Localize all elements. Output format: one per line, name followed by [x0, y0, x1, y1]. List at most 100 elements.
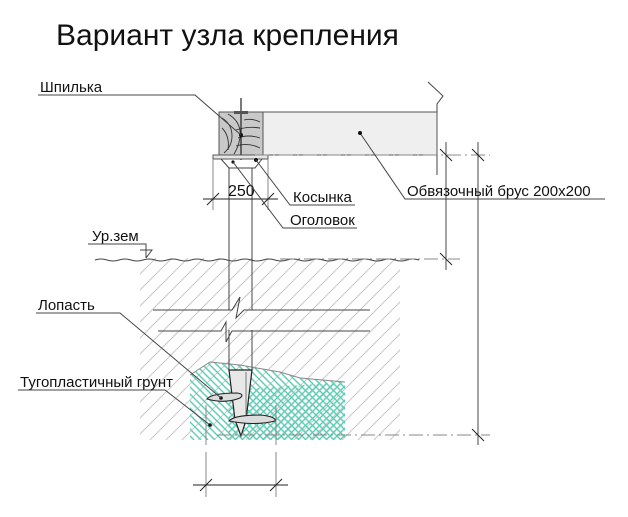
label-ground-level: Ур.зем [92, 228, 139, 245]
cap-plate [212, 154, 269, 160]
hatch-line [269, 382, 331, 440]
beam-break-mark [427, 81, 444, 112]
hatch-line [228, 382, 282, 440]
hatch-line [550, 258, 628, 440]
hatch-line [140, 258, 141, 440]
bottom-dimension [193, 452, 288, 497]
label-blade: Лопасть [38, 297, 95, 314]
hatch-line [361, 380, 421, 440]
hatch-line [276, 382, 338, 440]
label-stud: Шпилька [40, 79, 103, 96]
hatch-line [325, 382, 345, 440]
hatch-line [140, 258, 173, 440]
hatch-line [140, 258, 205, 440]
ground-level-marker [88, 243, 153, 259]
hatch-line [190, 362, 244, 440]
hatch-line [290, 382, 345, 440]
hatch-line [140, 258, 189, 440]
hatch-line [297, 382, 345, 440]
hatch-line [311, 382, 345, 440]
hatch-line [373, 360, 453, 440]
hatch-line [100, 360, 180, 440]
hatch-line [248, 382, 310, 440]
label-beam: Обвязочный брус 200x200 [407, 183, 591, 200]
hatch-line [190, 362, 202, 440]
hatch-line [470, 258, 628, 440]
hatch-line [389, 380, 449, 440]
hatch-line [408, 360, 488, 440]
hatch-line [375, 380, 435, 440]
hatch-line [260, 362, 342, 440]
hatch-line [165, 380, 225, 440]
hatch-line [380, 360, 460, 440]
hatch-line [359, 360, 439, 440]
hatch-line [406, 258, 588, 440]
hatch-line [261, 258, 400, 440]
hatch-line [429, 360, 509, 440]
hatch-line [239, 362, 321, 440]
hatch-line [502, 258, 628, 440]
hatch-line [283, 382, 345, 440]
label-gusset: Косынка [293, 189, 353, 206]
hatch-line [318, 382, 345, 440]
hatch-line [566, 258, 628, 440]
hatch-line [373, 258, 400, 440]
hatch-line [253, 362, 335, 440]
hatch-line [401, 360, 481, 440]
right-dimensions [436, 142, 485, 445]
hatch-line [190, 362, 230, 440]
hatch-line [140, 258, 157, 440]
hatch-line [140, 258, 237, 440]
hatch-line [389, 258, 400, 440]
soil-leader-dot [208, 423, 212, 427]
hatch-line [190, 362, 237, 440]
hatch-line [165, 258, 349, 440]
hatch-line [229, 258, 400, 440]
hatch-line [422, 360, 502, 440]
hatch-line [454, 258, 628, 440]
hatch-line [211, 362, 293, 440]
hatch-line [190, 362, 209, 440]
hatch-line [228, 382, 289, 440]
hatch-line [382, 380, 442, 440]
hatch-line [339, 382, 345, 440]
hatch-line [304, 382, 345, 440]
cap-width-value: 250 [228, 183, 255, 200]
hatch-line [241, 382, 303, 440]
hatch-line [197, 258, 381, 440]
leader-pile-cap [232, 161, 357, 229]
hatch-line [140, 258, 221, 440]
hatch-line [309, 258, 400, 440]
hatch-line [140, 258, 253, 440]
hatch-line [394, 360, 474, 440]
hatch-line [352, 360, 432, 440]
hatch-line [357, 258, 400, 440]
leader-gusset [255, 159, 355, 206]
leader-blade [36, 312, 222, 399]
label-soil: Тугопластичный грунт [20, 374, 173, 391]
diagram-title: Вариант узла крепления [56, 19, 399, 52]
hatch-line [438, 258, 620, 440]
hatch-line [387, 360, 467, 440]
hatch-line [190, 362, 216, 440]
stud-washer [234, 111, 248, 114]
leader-stud [38, 94, 242, 136]
hatch-line [255, 382, 317, 440]
hatch-line [140, 258, 285, 440]
hatch-line [234, 382, 296, 440]
hatch-line [325, 258, 400, 440]
wood-grain [221, 113, 261, 155]
hatch-line [534, 258, 628, 440]
hatch-line [332, 382, 345, 440]
hatch-line [341, 258, 400, 440]
beam-body [230, 111, 438, 156]
hatch-line [190, 362, 223, 440]
hatch-line [422, 258, 604, 440]
beam-leader-dot [358, 131, 362, 135]
hatch-line [107, 360, 187, 440]
leader-soil [18, 389, 211, 426]
hatch-line [344, 362, 345, 440]
hatch-line [140, 258, 269, 440]
hatch-line [140, 258, 301, 440]
